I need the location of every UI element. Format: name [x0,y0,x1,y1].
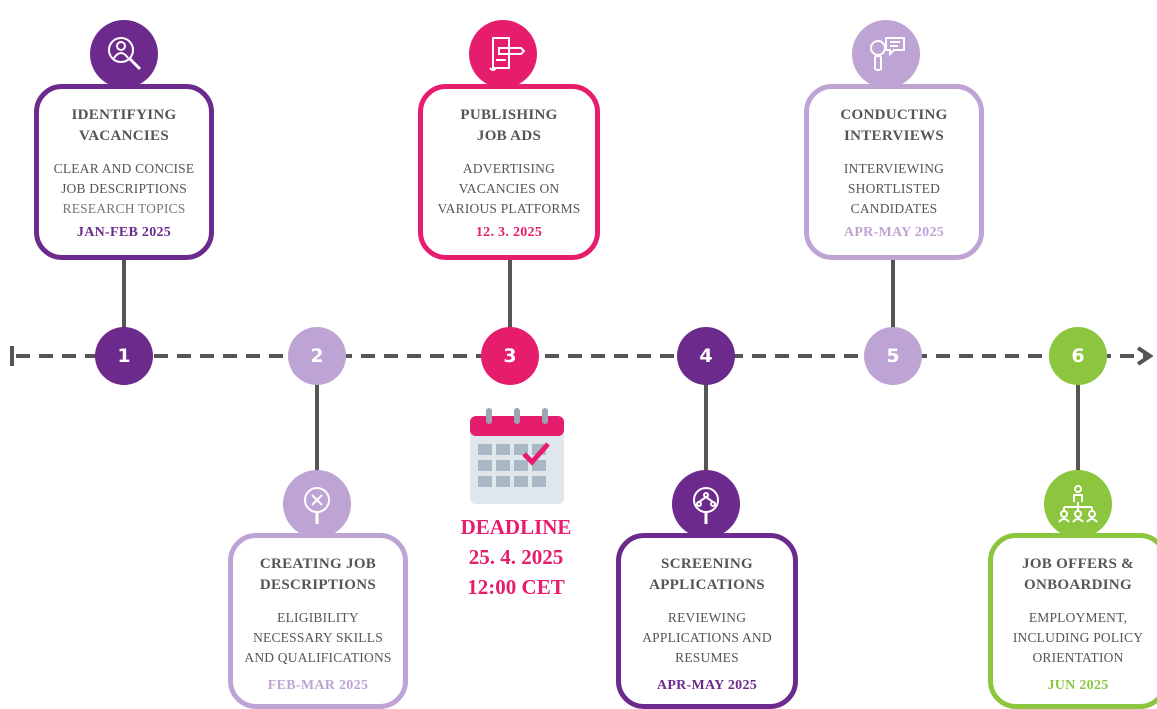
step-5-title: CONDUCTING INTERVIEWS [840,107,948,144]
step-2-description: ELIGIBILITY NECESSARY SKILLS AND QUALIFI… [244,610,392,665]
deadline-date: 25. 4. 2025 [468,545,564,569]
step-1-description: CLEAR AND CONCISE JOB DESCRIPTIONS [53,161,195,196]
step-2-title: CREATING JOB DESCRIPTIONS [259,556,377,593]
step-1-description-extra: RESEARCH TOPICS [62,201,186,216]
step-4-node: 4 [677,327,735,385]
step-1-title: IDENTIFYING VACANCIES [71,107,177,144]
org-chart-icon [1058,485,1098,523]
step-4-icon-circle [672,470,740,538]
step-1-date: JAN-FEB 2025 [76,225,172,240]
deadline-label: DEADLINE [460,515,572,539]
deadline-time: 12:00 CET [467,575,565,599]
step-6-card: JOB OFFERS & ONBOARDING EMPLOYMENT, INCL… [988,533,1157,709]
step-5-card: CONDUCTING INTERVIEWS INTERVIEWING SHORT… [804,84,984,260]
calendar-icon [470,408,564,504]
step-1-node: 1 [95,327,153,385]
step-6-icon-circle [1044,470,1112,538]
step-3-date: 12. 3. 2025 [475,225,543,240]
step-5-description: INTERVIEWING SHORTLISTED CANDIDATES [843,161,945,216]
step-3-node: 3 [481,327,539,385]
step-3-description: ADVERTISING VACANCIES ON VARIOUS PLATFOR… [437,161,581,216]
magnifier-network-icon [693,487,719,524]
step-6-date: JUN 2025 [1047,678,1109,693]
step-4-card: SCREENING APPLICATIONS REVIEWING APPLICA… [616,533,798,709]
step-1-icon-circle [90,20,158,88]
step-3-title: PUBLISHING JOB ADS [460,107,558,144]
magnifier-x-icon [304,487,330,524]
step-6-description: EMPLOYMENT, INCLUDING POLICY ORIENTATION [1012,610,1144,665]
step-5-node: 5 [864,327,922,385]
step-2-date: FEB-MAR 2025 [267,678,369,693]
step-6-node: 6 [1049,327,1107,385]
step-6-title: JOB OFFERS & ONBOARDING [1022,556,1134,593]
step-3-icon-circle [469,20,537,88]
step-5-date: APR-MAY 2025 [843,225,945,240]
step-4-date: APR-MAY 2025 [656,678,758,693]
step-1-card: IDENTIFYING VACANCIES CLEAR AND CONCISE … [34,84,214,260]
deadline-block: DEADLINE 25. 4. 2025 12:00 CET [430,512,602,602]
magnifier-person-icon [108,37,142,71]
step-2-icon-circle [283,470,351,538]
step-4-description: REVIEWING APPLICATIONS AND RESUMES [642,610,772,665]
step-3-card: PUBLISHING JOB ADS ADVERTISING VACANCIES… [418,84,600,260]
microphone-chat-icon [870,37,905,71]
step-4-title: SCREENING APPLICATIONS [649,556,765,593]
step-2-card: CREATING JOB DESCRIPTIONS ELIGIBILITY NE… [228,533,408,709]
scroll-pen-icon [489,37,525,71]
step-2-node: 2 [288,327,346,385]
step-5-icon-circle [852,20,920,88]
